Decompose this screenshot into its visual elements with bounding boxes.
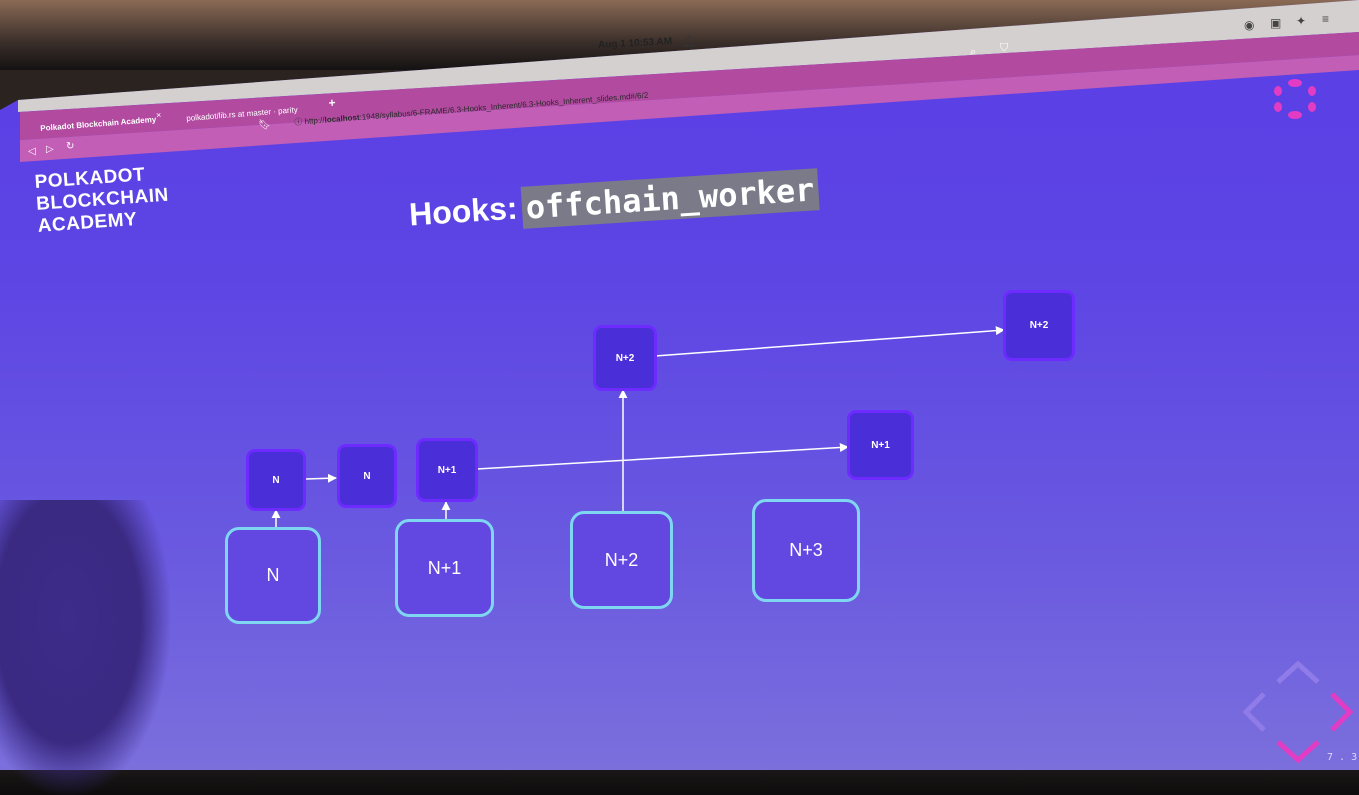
forward-icon[interactable]: ▷: [46, 144, 54, 155]
nav-right-icon: [1330, 692, 1354, 732]
offchain-box-n1: N+1: [416, 438, 478, 502]
arrow-n2-to-offchain-n2: [654, 326, 1005, 357]
presenter-shadow: [0, 500, 170, 795]
bookmark-icon[interactable]: 🔖︎: [258, 120, 271, 131]
offchain-box-n2: N+2: [1003, 290, 1075, 361]
slide-number: 7 . 3: [1327, 752, 1358, 763]
offchain-box-n: N: [246, 449, 306, 511]
offchain-box-n2: N+2: [593, 325, 657, 391]
offchain-box-n: N: [337, 444, 397, 508]
block-box-n1: N+1: [395, 519, 494, 617]
room-floor: [0, 770, 1359, 795]
nav-up-icon: [1276, 660, 1320, 684]
network-icon[interactable]: ◉: [1244, 18, 1255, 32]
block-box-n2: N+2: [570, 511, 673, 609]
save-icon[interactable]: ▣: [1270, 16, 1282, 30]
extensions-icon[interactable]: ✦: [1296, 14, 1307, 28]
slide-navigation: [1242, 660, 1354, 764]
block-box-n: N: [225, 527, 321, 624]
reload-icon[interactable]: ↻: [66, 141, 75, 152]
nav-left-icon: [1242, 692, 1266, 732]
shield-icon[interactable]: ⛉: [1000, 42, 1009, 54]
back-icon[interactable]: ◁: [28, 146, 36, 157]
search-icon[interactable]: ⌕: [970, 46, 977, 58]
menu-icon[interactable]: ≡: [1322, 12, 1330, 26]
arrow-n1-to-offchain-n1: [476, 442, 849, 470]
nav-down-icon: [1276, 740, 1320, 764]
polkadot-ring-icon: [1274, 79, 1316, 119]
offchain-box-n1: N+1: [847, 410, 914, 480]
block-box-n3: N+3: [752, 499, 860, 602]
arrow-n-to-n2: [305, 473, 337, 483]
